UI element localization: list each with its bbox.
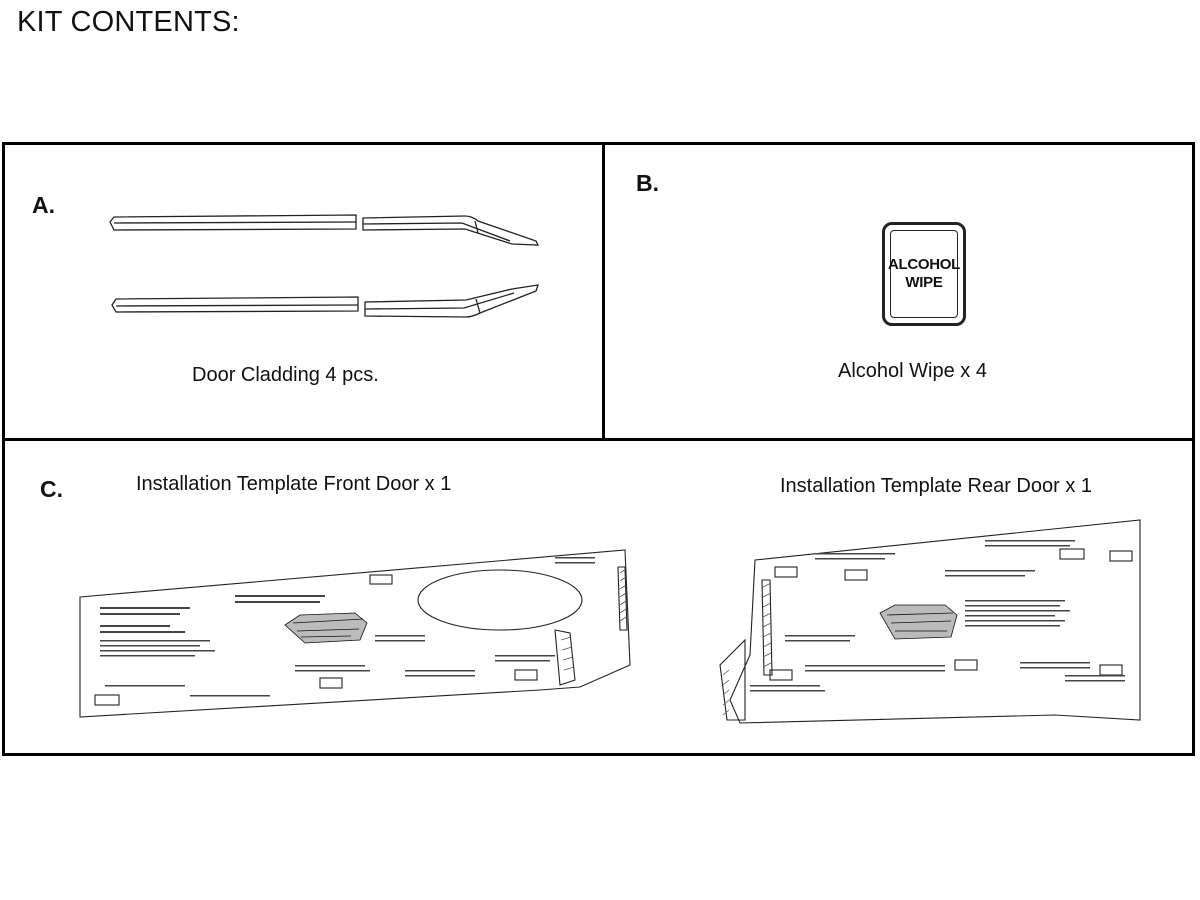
rear-door-template-drawing xyxy=(719,519,1141,724)
section-b-caption: Alcohol Wipe x 4 xyxy=(838,360,987,382)
alcohol-wipe-label: ALCOHOL WIPE xyxy=(887,230,961,318)
section-b-letter: B. xyxy=(636,170,659,196)
wipe-label-line-1: ALCOHOL xyxy=(887,256,961,273)
wipe-label-line-2: WIPE xyxy=(905,274,943,291)
front-door-template-drawing xyxy=(79,549,631,718)
section-a-letter: A. xyxy=(32,192,55,218)
front-template-caption: Installation Template Front Door x 1 xyxy=(136,473,452,495)
horizontal-divider xyxy=(5,438,1192,441)
door-cladding-drawing xyxy=(109,214,540,318)
section-a-caption: Door Cladding 4 pcs. xyxy=(192,364,379,386)
kit-contents-title: KIT CONTENTS: xyxy=(17,6,240,38)
vertical-divider xyxy=(602,145,605,438)
alcohol-wipe-packet: ALCOHOL WIPE xyxy=(882,222,966,326)
section-c-letter: C. xyxy=(40,476,63,502)
kit-contents-frame xyxy=(2,142,1195,756)
rear-template-caption: Installation Template Rear Door x 1 xyxy=(780,475,1093,497)
